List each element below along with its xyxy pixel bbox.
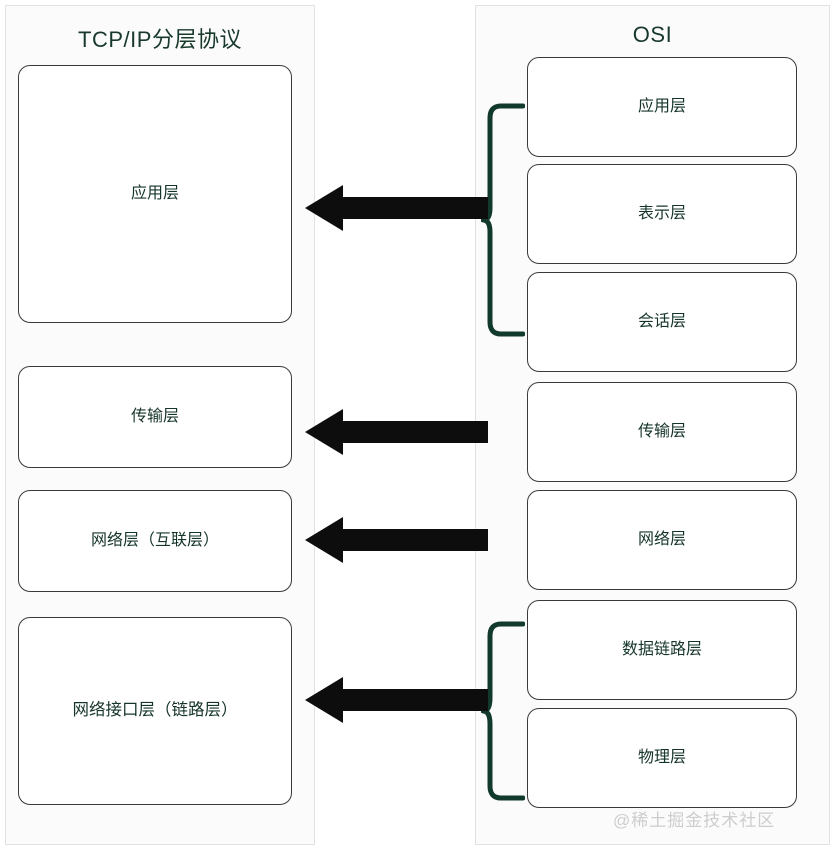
- watermark: @稀土掘金技术社区: [613, 811, 776, 830]
- mapping-arrow-transport-icon: [305, 409, 488, 455]
- mapping-arrow-network-icon: [305, 517, 488, 563]
- osi-layer-network[interactable]: 网络层: [527, 490, 797, 590]
- tcpip-layer-network[interactable]: 网络层（互联层）: [18, 490, 292, 592]
- osi-panel-title: OSI: [632, 22, 673, 47]
- tcpip-panel-title: TCP/IP分层协议: [78, 27, 242, 52]
- osi-layer-transport[interactable]: 传输层: [527, 382, 797, 482]
- tcpip-layer-application[interactable]: 应用层: [18, 65, 292, 323]
- osi-layer-physical[interactable]: 物理层: [527, 708, 797, 808]
- brace-application-group-icon: [481, 103, 525, 337]
- osi-layer-presentation[interactable]: 表示层: [527, 164, 797, 264]
- mapping-arrow-application-icon: [305, 185, 488, 231]
- osi-layer-data-link[interactable]: 数据链路层: [527, 600, 797, 700]
- mapping-arrow-link-icon: [305, 677, 488, 723]
- osi-layer-application[interactable]: 应用层: [527, 57, 797, 157]
- osi-layer-session[interactable]: 会话层: [527, 272, 797, 372]
- tcpip-layer-transport[interactable]: 传输层: [18, 366, 292, 468]
- tcpip-layer-network-interface[interactable]: 网络接口层（链路层）: [18, 617, 292, 805]
